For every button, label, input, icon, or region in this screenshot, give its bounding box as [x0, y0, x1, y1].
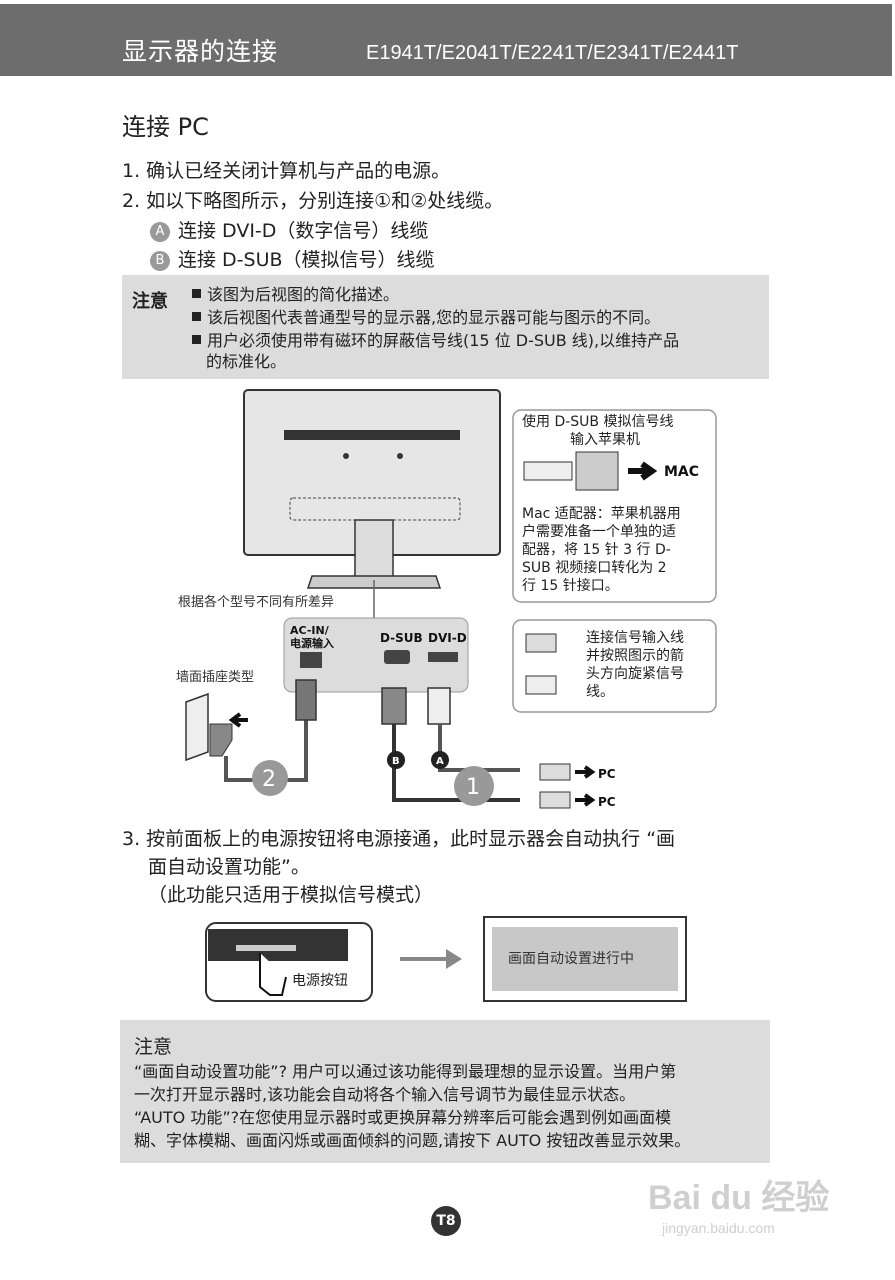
screw-connector-icon	[525, 633, 557, 695]
note-2-line: 糊、字体模糊、画面闪烁或画面倾斜的问题,请按下 AUTO 按钮改善显示效果。	[134, 1131, 691, 1150]
mac-info-box	[512, 409, 717, 603]
mac-label: MAC	[664, 464, 699, 480]
mac-desc-line: Mac 适配器：苹果机器用	[522, 506, 681, 522]
note-2-line: 一次打开显示器时,该功能会自动将各个输入信号调节为最佳显示状态。	[134, 1085, 636, 1104]
note-1-item: 该图为后视图的简化描述。	[192, 285, 762, 305]
badge-a-icon: A	[150, 222, 170, 242]
watermark-logo: Bai du 经验	[648, 1179, 830, 1217]
monitor-back-illustration	[243, 389, 501, 618]
connection-diagram: AC-IN/ 电源输入 D-SUB DVI-D 根据各个型号不同有所差异 墙面插…	[176, 389, 717, 809]
note-1-item-cont: 的标准化。	[206, 352, 287, 371]
connect-desc-line: 线。	[586, 684, 614, 700]
header-title: 显示器的连接	[122, 37, 279, 66]
bullet-icon	[192, 289, 201, 298]
wall-outlet-icon	[185, 692, 248, 762]
step-3-line-1: 3. 按前面板上的电源按钮将电源接通，此时显示器会自动执行 “画	[122, 828, 676, 850]
dvid-label: DVI-D	[428, 631, 467, 645]
note-1-label: 注意	[132, 291, 168, 312]
section-title: 连接 PC	[122, 113, 209, 141]
badge-b-icon: B	[150, 251, 170, 271]
connect-desc-line: 头方向旋紧信号	[586, 666, 684, 682]
page-header: 显示器的连接 E1941T/E2041T/E2241T/E2341T/E2441…	[0, 4, 892, 76]
acin-label: AC-IN/	[290, 624, 330, 637]
auto-setup-screen-text: 画面自动设置进行中	[508, 951, 634, 967]
badge-a-diagram: A	[436, 756, 444, 767]
mac-desc-line: SUB 视频接口转化为 2	[522, 559, 667, 576]
step-2-number: 2	[262, 767, 276, 792]
connect-desc-line: 连接信号输入线	[586, 629, 684, 646]
mac-desc-line: 行 15 针接口。	[522, 577, 619, 594]
varies-label: 根据各个型号不同有所差异	[178, 594, 334, 610]
connect-info-box	[512, 619, 717, 713]
step-3-line-3: （此功能只适用于模拟信号模式）	[148, 884, 434, 906]
watermark-url: jingyan.baidu.com	[662, 1220, 775, 1236]
pc-connector-icon	[539, 763, 596, 809]
step-1: 1. 确认已经关闭计算机与产品的电源。	[122, 160, 451, 182]
mac-box-title-2: 输入苹果机	[570, 432, 640, 448]
header-models: E1941T/E2041T/E2241T/E2341T/E2441T	[366, 42, 739, 64]
note-2-line: “AUTO 功能”?在您使用显示器时或更换屏幕分辨率后可能会遇到例如画面模	[134, 1108, 672, 1127]
step-b-text: 连接 D-SUB（模拟信号）线缆	[178, 249, 435, 271]
step-1-number-icon	[454, 766, 494, 806]
note-1-item: 用户必须使用带有磁环的屏蔽信号线(15 位 D-SUB 线),以维持产品	[192, 331, 762, 351]
power-button-label: 电源按钮	[292, 973, 348, 989]
mac-adapter-icon	[523, 451, 658, 491]
pc-label-1: PC	[598, 767, 616, 781]
page-number: T8	[431, 1206, 461, 1236]
badge-b-diagram-icon	[387, 751, 405, 769]
power-illustration: 电源按钮 画面自动设置进行中	[205, 916, 687, 1002]
bullet-icon	[192, 335, 201, 344]
acin-label-cn: 电源输入	[290, 636, 334, 650]
note-1-item: 该后视图代表普通型号的显示器,您的显示器可能与图示的不同。	[192, 308, 762, 328]
step-3-line-2: 面自动设置功能”。	[148, 856, 310, 878]
step-1-number: 1	[466, 775, 480, 800]
arrow-right-icon	[400, 949, 462, 969]
step-a-text: 连接 DVI-D（数字信号）线缆	[178, 220, 429, 242]
wall-outlet-label: 墙面插座类型	[176, 670, 254, 685]
note-box-1: 注意 该图为后视图的简化描述。 该后视图代表普通型号的显示器,您的显示器可能与图…	[122, 275, 769, 379]
mac-desc-line: 户需要准备一个单独的适	[522, 523, 676, 540]
bullet-icon	[192, 312, 201, 321]
dsub-label: D-SUB	[380, 631, 423, 645]
connect-desc-line: 并按照图示的箭	[586, 647, 684, 664]
mac-box-title-1: 使用 D-SUB 模拟信号线	[522, 413, 673, 430]
step-2: 2. 如以下略图所示，分别连接①和②处线缆。	[122, 190, 504, 212]
mac-desc-line: 配器，将 15 针 3 行 D-	[522, 542, 671, 558]
step-a: A 连接 DVI-D（数字信号）线缆	[150, 216, 428, 243]
pc-label-2: PC	[598, 795, 616, 809]
note-2-label: 注意	[134, 1036, 173, 1058]
note-box-2: 注意 “画面自动设置功能”? 用户可以通过该功能得到最理想的显示设置。当用户第 …	[120, 1020, 770, 1163]
step-b: B 连接 D-SUB（模拟信号）线缆	[150, 245, 435, 272]
badge-b-diagram: B	[392, 756, 400, 767]
hand-pointer-icon	[259, 953, 287, 996]
connector-panel	[283, 617, 469, 693]
badge-a-diagram-icon	[431, 751, 449, 769]
note-2-line: “画面自动设置功能”? 用户可以通过该功能得到最理想的显示设置。当用户第	[134, 1062, 677, 1081]
step-2-number-icon	[252, 760, 288, 796]
